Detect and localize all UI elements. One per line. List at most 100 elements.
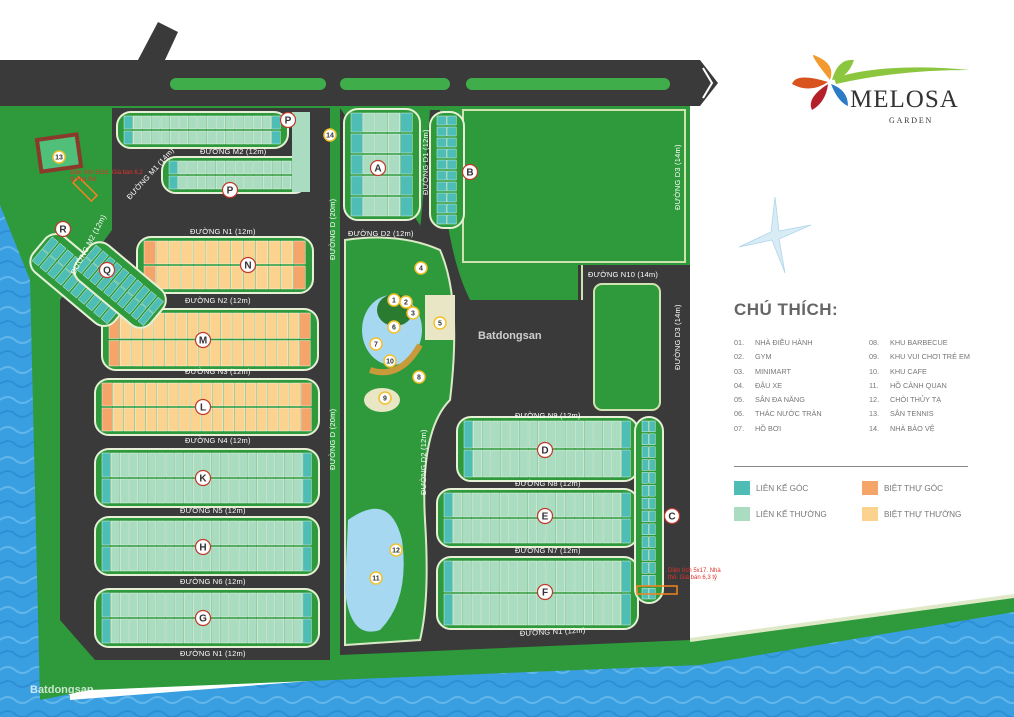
lot[interactable] xyxy=(229,478,239,504)
lot[interactable] xyxy=(262,115,272,130)
lot[interactable] xyxy=(446,214,457,225)
lot[interactable] xyxy=(593,560,603,593)
lot[interactable] xyxy=(574,560,584,593)
block-marker-p[interactable]: P xyxy=(221,181,239,199)
lot[interactable] xyxy=(156,452,166,478)
lot[interactable] xyxy=(101,618,111,644)
lot[interactable] xyxy=(108,340,120,367)
lot[interactable] xyxy=(49,243,67,261)
lot[interactable] xyxy=(229,618,239,644)
lot[interactable] xyxy=(565,492,575,518)
lot[interactable] xyxy=(556,593,565,626)
lot[interactable] xyxy=(446,203,457,214)
lot[interactable] xyxy=(110,285,126,303)
lot[interactable] xyxy=(641,497,649,510)
lot[interactable] xyxy=(280,240,293,265)
lot[interactable] xyxy=(400,196,413,217)
lot[interactable] xyxy=(165,546,175,572)
lot[interactable] xyxy=(436,126,447,137)
lot[interactable] xyxy=(123,130,133,145)
lot[interactable] xyxy=(481,593,491,626)
lot[interactable] xyxy=(75,257,92,274)
lot[interactable] xyxy=(101,546,111,572)
lot[interactable] xyxy=(436,203,447,214)
lot[interactable] xyxy=(284,592,294,618)
amenity-marker-12[interactable]: 12 xyxy=(389,543,403,557)
lot[interactable] xyxy=(509,518,519,544)
lot[interactable] xyxy=(138,592,148,618)
lot[interactable] xyxy=(234,130,244,145)
lot[interactable] xyxy=(641,420,649,433)
lot[interactable] xyxy=(129,618,138,644)
block-marker-l[interactable]: L xyxy=(194,398,212,416)
lot[interactable] xyxy=(123,382,135,407)
lot[interactable] xyxy=(275,520,285,546)
lot[interactable] xyxy=(648,510,656,523)
lot[interactable] xyxy=(156,520,166,546)
lot[interactable] xyxy=(147,592,157,618)
block-marker-f[interactable]: F xyxy=(536,583,554,601)
lot[interactable] xyxy=(446,170,457,181)
lot[interactable] xyxy=(499,492,509,518)
lot[interactable] xyxy=(220,520,230,546)
amenity-marker-7[interactable]: 7 xyxy=(369,337,383,351)
lot[interactable] xyxy=(593,492,603,518)
lot[interactable] xyxy=(500,420,510,449)
lot[interactable] xyxy=(350,196,363,217)
lot[interactable] xyxy=(556,492,565,518)
lot[interactable] xyxy=(527,492,537,518)
lot[interactable] xyxy=(556,420,566,449)
lot[interactable] xyxy=(565,449,575,478)
lot[interactable] xyxy=(293,478,303,504)
amenity-marker-8[interactable]: 8 xyxy=(412,370,426,384)
lot[interactable] xyxy=(169,130,179,145)
lot[interactable] xyxy=(299,312,311,339)
lot[interactable] xyxy=(363,133,376,154)
lot[interactable] xyxy=(234,382,246,407)
lot[interactable] xyxy=(302,592,312,618)
lot[interactable] xyxy=(134,407,146,432)
lot[interactable] xyxy=(293,592,303,618)
lot[interactable] xyxy=(120,618,129,644)
lot[interactable] xyxy=(518,492,528,518)
lot[interactable] xyxy=(147,546,157,572)
lot[interactable] xyxy=(245,382,257,407)
lot[interactable] xyxy=(648,575,656,587)
lot[interactable] xyxy=(168,160,178,175)
lot[interactable] xyxy=(648,523,656,535)
lot[interactable] xyxy=(92,250,109,268)
lot[interactable] xyxy=(375,196,388,217)
block-marker-e[interactable]: E xyxy=(536,507,554,525)
lot[interactable] xyxy=(266,546,275,572)
lot[interactable] xyxy=(527,560,537,593)
lot[interactable] xyxy=(168,407,179,432)
lot[interactable] xyxy=(138,478,148,504)
lot[interactable] xyxy=(206,240,219,265)
lot[interactable] xyxy=(281,160,291,175)
lot[interactable] xyxy=(223,407,235,432)
block-marker-r[interactable]: R xyxy=(54,220,72,238)
block-marker-p[interactable]: P xyxy=(279,111,297,129)
lot[interactable] xyxy=(101,520,111,546)
lot[interactable] xyxy=(490,593,500,626)
lot[interactable] xyxy=(232,340,244,367)
lot[interactable] xyxy=(174,478,184,504)
lot[interactable] xyxy=(641,536,649,548)
lot[interactable] xyxy=(436,181,447,192)
lot[interactable] xyxy=(169,115,179,130)
lot[interactable] xyxy=(280,265,293,290)
lot[interactable] xyxy=(187,340,199,367)
lot[interactable] xyxy=(284,618,294,644)
lot[interactable] xyxy=(602,593,612,626)
lot[interactable] xyxy=(101,592,111,618)
lot[interactable] xyxy=(110,452,120,478)
lot[interactable] xyxy=(612,420,622,449)
lot[interactable] xyxy=(234,160,244,175)
lot[interactable] xyxy=(138,546,148,572)
lot[interactable] xyxy=(265,340,277,367)
lot[interactable] xyxy=(612,593,622,626)
lot[interactable] xyxy=(220,592,230,618)
lot[interactable] xyxy=(174,520,184,546)
lot[interactable] xyxy=(206,265,219,290)
lot[interactable] xyxy=(574,593,584,626)
